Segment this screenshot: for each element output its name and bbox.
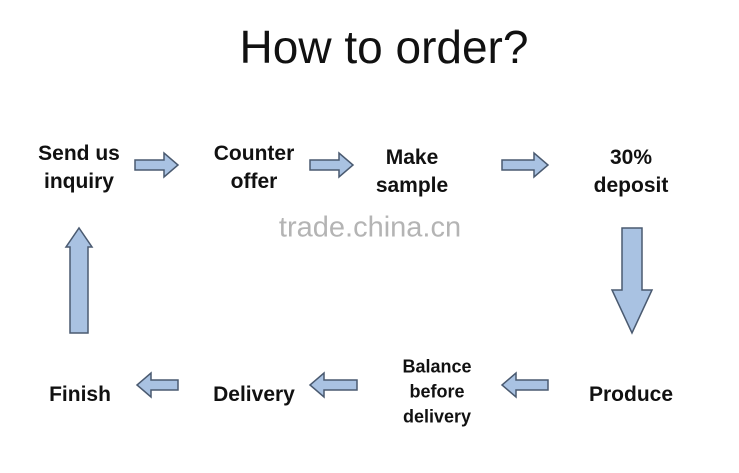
- page-title: How to order?: [239, 21, 529, 73]
- step-produce: Produce: [588, 383, 674, 406]
- arrow-right-icon: [501, 151, 550, 179]
- arrow-left-icon: [135, 371, 179, 399]
- arrow-right-icon: [134, 151, 180, 179]
- arrow-up-icon: [64, 226, 94, 334]
- arrow-left-icon: [308, 371, 358, 399]
- arrow-down-icon: [610, 227, 654, 335]
- arrow-left-icon: [500, 371, 549, 399]
- step-deposit: 30%deposit: [593, 146, 669, 197]
- step-delivery: Delivery: [213, 383, 295, 406]
- arrow-right-icon: [309, 151, 355, 179]
- step-finish: Finish: [49, 383, 111, 406]
- watermark: trade.china.cn: [278, 211, 462, 244]
